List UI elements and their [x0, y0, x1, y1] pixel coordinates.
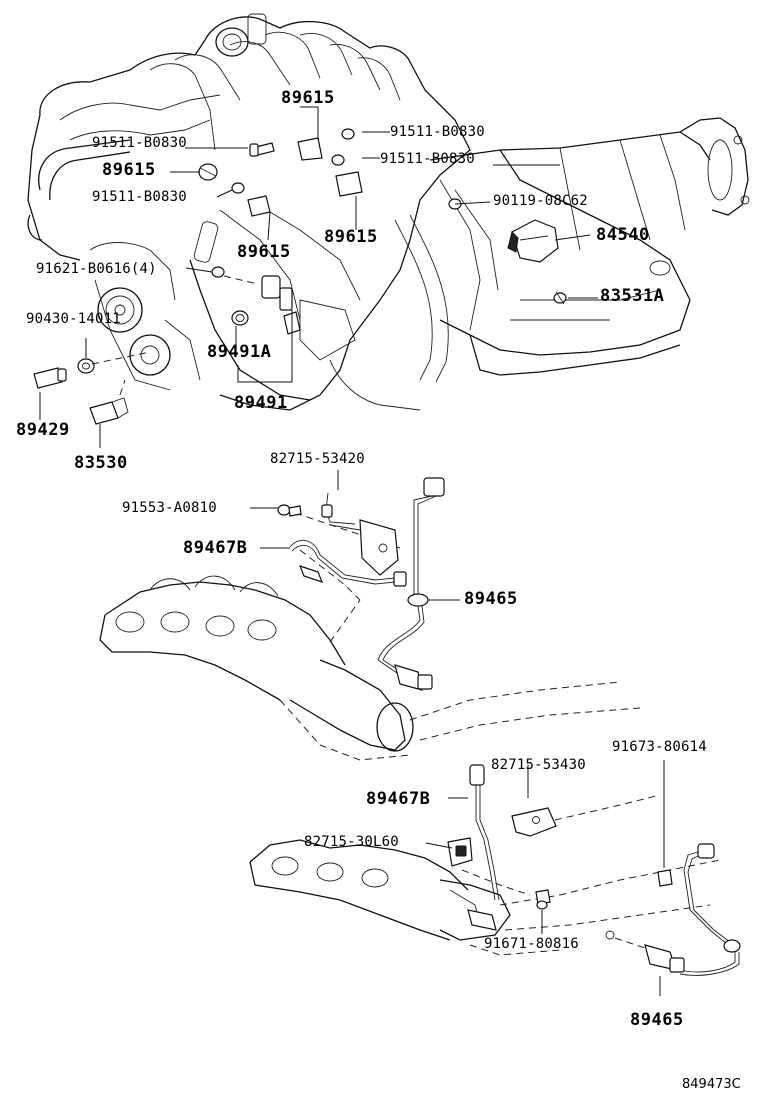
- label-91511-b0830-right-top: 91511-B0830: [390, 124, 485, 140]
- lower-exhaust-illustration: [249, 760, 741, 996]
- engine-illustration: [27, 13, 750, 411]
- label-91511-b0830-right-mid: 91511-B0830: [380, 151, 475, 167]
- label-91621-b0616: 91621-B0616(4): [36, 261, 157, 277]
- label-91511-b0830-left-mid: 91511-B0830: [92, 189, 187, 205]
- exhaust-manifold-illustration: [99, 470, 641, 761]
- label-89465-lower: 89465: [630, 1010, 684, 1030]
- label-91511-b0830-left-top: 91511-B0830: [92, 135, 187, 151]
- label-82715-53420: 82715-53420: [270, 451, 365, 467]
- label-89491: 89491: [234, 393, 288, 413]
- engine-sensor-parts: [33, 106, 598, 448]
- label-83531a: 83531A: [600, 286, 665, 306]
- label-91553-a0810: 91553-A0810: [122, 500, 217, 516]
- label-89467b-upper: 89467B: [183, 538, 248, 558]
- label-82715-30l60: 82715-30L60: [304, 834, 399, 850]
- label-90119-08c62: 90119-08C62: [493, 193, 588, 209]
- label-84540: 84540: [596, 225, 650, 245]
- label-89467b-lower: 89467B: [366, 789, 431, 809]
- label-82715-53430: 82715-53430: [491, 757, 586, 773]
- label-89429: 89429: [16, 420, 70, 440]
- diagram-reference-code: 849473C: [682, 1077, 741, 1092]
- label-89465-upper: 89465: [464, 589, 518, 609]
- label-89615-top: 89615: [281, 88, 335, 108]
- label-89491a: 89491A: [207, 342, 272, 362]
- label-91673-80614: 91673-80614: [612, 739, 707, 755]
- label-91671-80816: 91671-80816: [484, 936, 579, 952]
- label-89615-lower-right: 89615: [324, 227, 378, 247]
- label-89615-left: 89615: [102, 160, 156, 180]
- label-83530: 83530: [74, 453, 128, 473]
- label-90430-14011: 90430-14011: [26, 311, 121, 327]
- label-89615-lower-left: 89615: [237, 242, 291, 262]
